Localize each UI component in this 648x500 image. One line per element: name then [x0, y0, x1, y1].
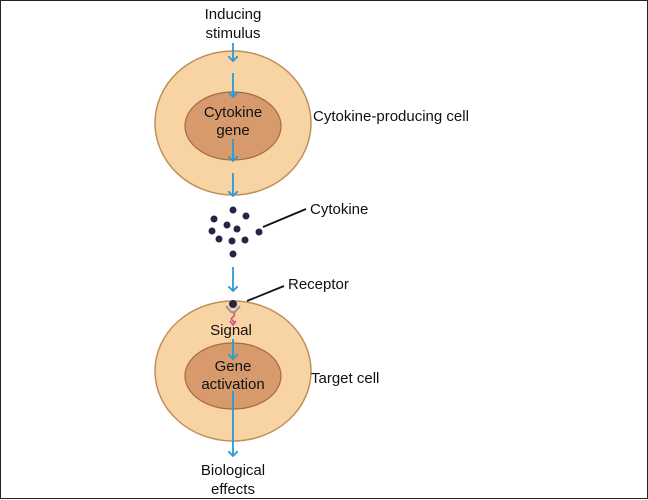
cytokine-molecule [210, 215, 218, 223]
receptor-label: Receptor [288, 276, 349, 293]
cytokine-molecule [242, 212, 250, 220]
cytokine-molecule [229, 206, 237, 214]
cytokine-molecule [229, 250, 237, 258]
receptor-leader-line [246, 285, 285, 302]
cytokine-molecule [228, 237, 236, 245]
biological-effects-label-1: Biological [201, 462, 265, 479]
cytokine-molecules [208, 206, 263, 258]
gene-activation-label-2: activation [201, 376, 264, 393]
cytokine-molecule [241, 236, 249, 244]
target-cell-label: Target cell [311, 370, 379, 387]
cytokine-leader-line [262, 208, 307, 228]
cytokine-gene-label-1: Cytokine [204, 104, 262, 121]
cytokine-producing-cell-label: Cytokine-producing cell [313, 108, 469, 125]
gene-activation-label-1: Gene [215, 358, 252, 375]
inducing-stimulus-label-1: Inducing [205, 6, 262, 23]
cytokine-molecule [255, 228, 263, 236]
inducing-stimulus-label-2: stimulus [205, 25, 260, 42]
receptor [225, 300, 241, 327]
bound-cytokine [229, 300, 237, 308]
cytokine-label: Cytokine [310, 201, 368, 218]
cytokine-molecule [208, 227, 216, 235]
cytokine-molecule [215, 235, 223, 243]
signal-label: Signal [210, 322, 252, 339]
biological-effects-label-2: effects [211, 481, 255, 498]
cytokine-molecule [233, 225, 241, 233]
cytokine-molecule [223, 221, 231, 229]
cytokine-gene-label-2: gene [216, 122, 249, 139]
